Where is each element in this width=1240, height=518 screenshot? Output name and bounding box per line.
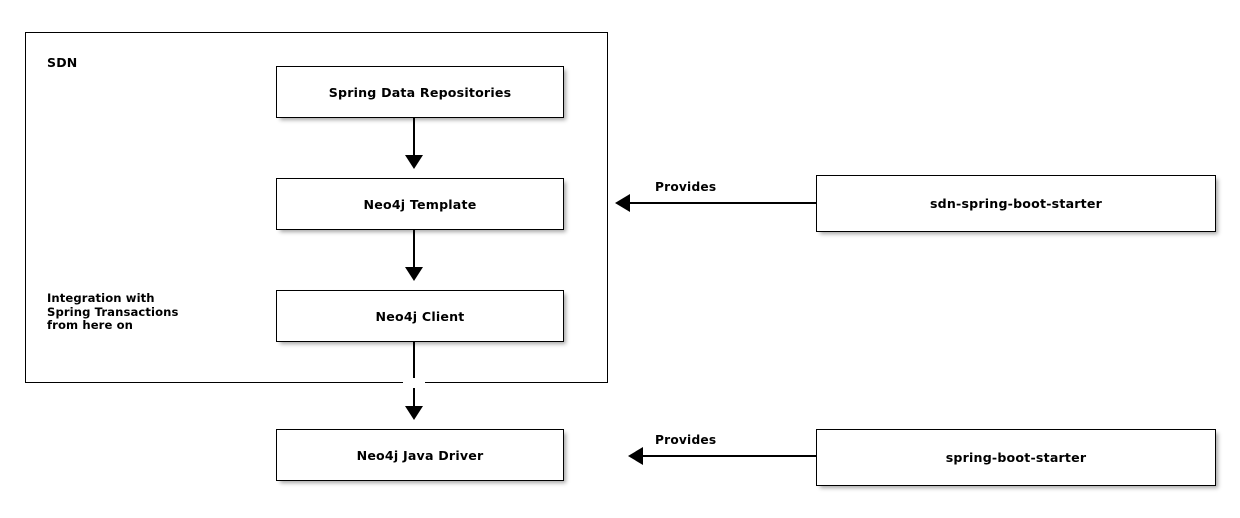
integration-note: Integration with Spring Transactions fro… [47, 291, 179, 332]
node-neo4j-client[interactable]: Neo4j Client [276, 290, 564, 342]
edge-sdn-starter-provides-arrowhead-icon [615, 194, 630, 212]
sdn-container [25, 32, 608, 383]
node-sdn-spring-boot-starter-label: sdn-spring-boot-starter [929, 196, 1103, 211]
node-spring-data-repositories[interactable]: Spring Data Repositories [276, 66, 564, 118]
edge-spring-starter-provides-line [642, 455, 816, 457]
node-spring-boot-starter-label: spring-boot-starter [945, 450, 1087, 465]
edge-repos-to-template-arrowhead-icon [405, 155, 423, 169]
sdn-container-label: SDN [47, 55, 78, 70]
edge-spring-starter-provides-label: Provides [655, 433, 717, 447]
node-neo4j-java-driver-label: Neo4j Java Driver [356, 447, 484, 463]
node-neo4j-template-label: Neo4j Template [363, 196, 477, 212]
edge-client-to-driver-arrowhead-icon [405, 406, 423, 420]
edge-template-to-client-line [413, 230, 415, 270]
node-sdn-spring-boot-starter[interactable]: sdn-spring-boot-starter [816, 175, 1216, 232]
edge-spring-starter-provides-arrowhead-icon [628, 447, 643, 465]
container-border-gap [403, 378, 425, 388]
node-spring-data-repositories-label: Spring Data Repositories [328, 84, 512, 100]
edge-client-to-driver-line [413, 342, 415, 409]
node-neo4j-java-driver[interactable]: Neo4j Java Driver [276, 429, 564, 481]
node-spring-boot-starter[interactable]: spring-boot-starter [816, 429, 1216, 486]
edge-repos-to-template-line [413, 118, 415, 158]
edge-sdn-starter-provides-label: Provides [655, 180, 717, 194]
node-neo4j-client-label: Neo4j Client [375, 308, 465, 324]
node-neo4j-template[interactable]: Neo4j Template [276, 178, 564, 230]
edge-template-to-client-arrowhead-icon [405, 267, 423, 281]
edge-sdn-starter-provides-line [629, 202, 816, 204]
